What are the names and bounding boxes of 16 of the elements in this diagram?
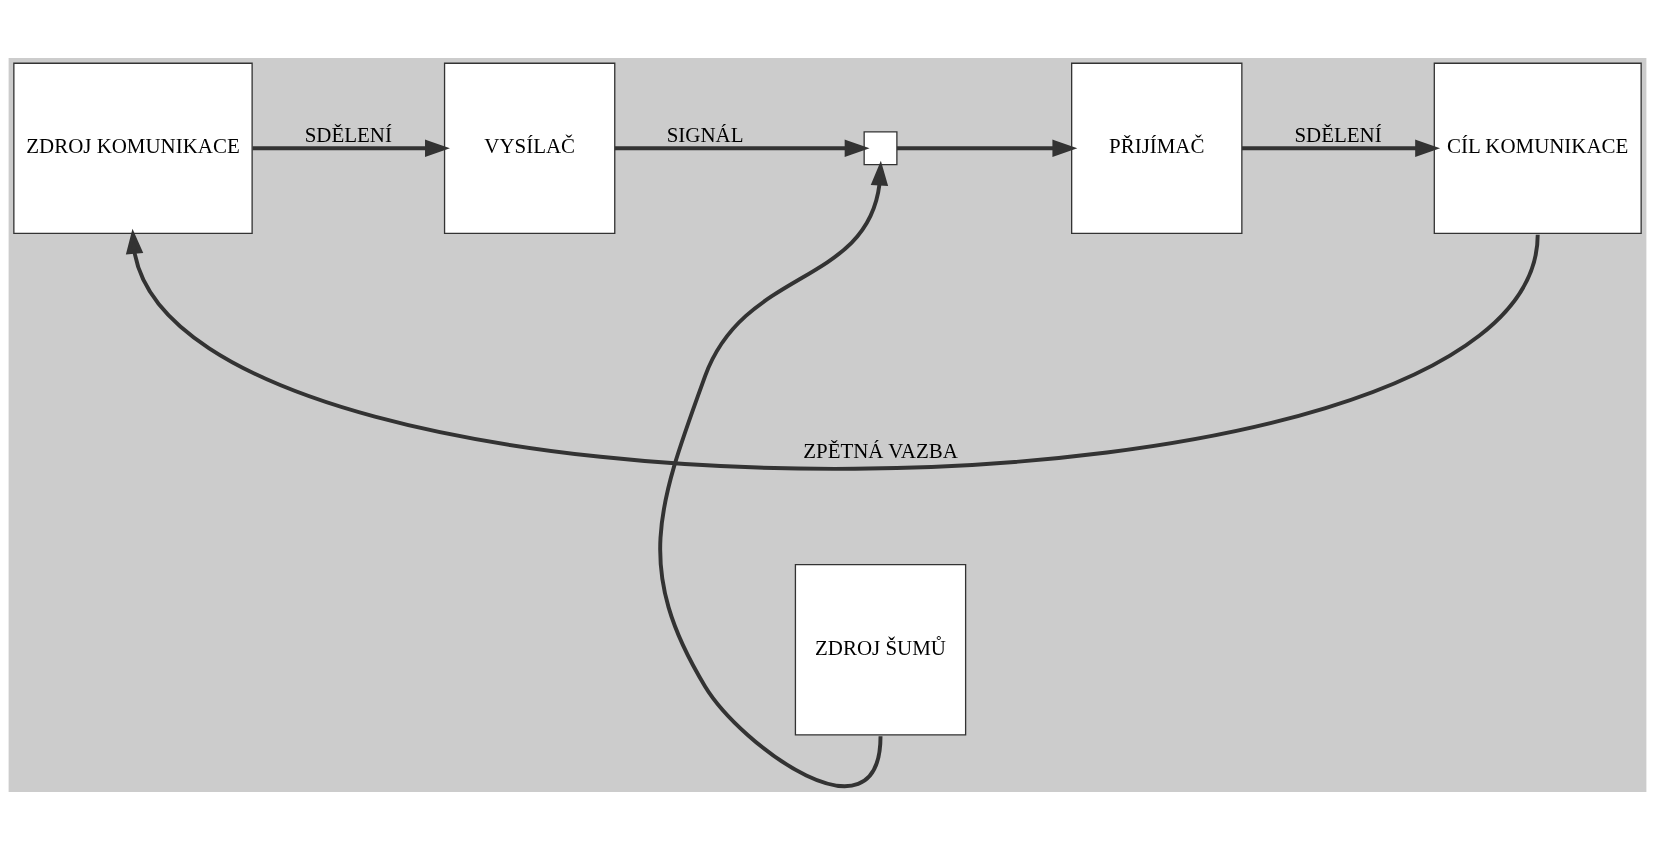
node-box: PŘIJÍMAČ — [1071, 62, 1243, 235]
node-box: CÍL KOMUNIKACE — [1433, 62, 1642, 235]
edge-label: SDĚLENÍ — [304, 122, 392, 147]
node-box: ZDROJ KOMUNIKACE — [13, 62, 253, 235]
arrow — [1242, 139, 1441, 158]
arrow — [658, 160, 889, 789]
arrow — [252, 139, 450, 158]
node-box: VYSÍLAČ — [443, 62, 616, 235]
edge-label: ZPĚTNÁ VAZBA — [803, 439, 958, 464]
arrow — [614, 139, 870, 158]
node-box — [863, 131, 898, 166]
edge-label: SDĚLENÍ — [1294, 122, 1382, 147]
node-box: ZDROJ ŠUMŮ — [794, 564, 967, 736]
edge-label: SIGNÁL — [666, 122, 744, 147]
arrow — [896, 139, 1078, 158]
arrow — [125, 228, 1540, 471]
